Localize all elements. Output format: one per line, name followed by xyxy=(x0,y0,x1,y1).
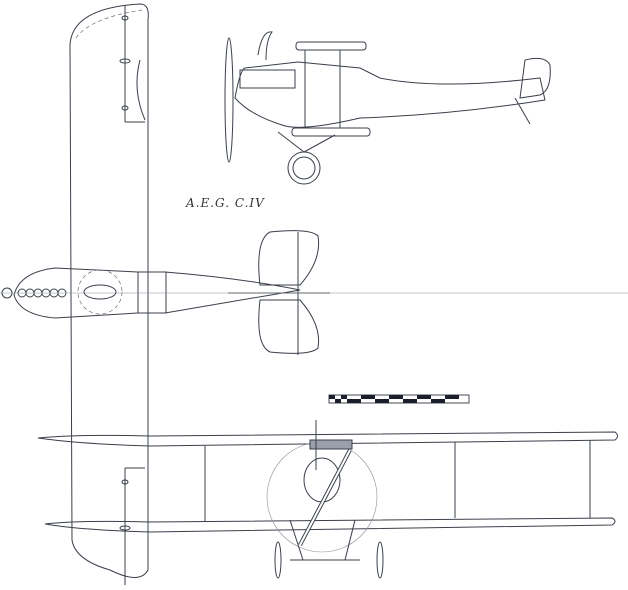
front-view xyxy=(37,420,618,579)
top-view xyxy=(0,3,628,585)
side-view xyxy=(224,31,551,185)
scale-bar xyxy=(328,394,470,404)
drawing-title: A.E.G. C.IV xyxy=(186,196,265,210)
